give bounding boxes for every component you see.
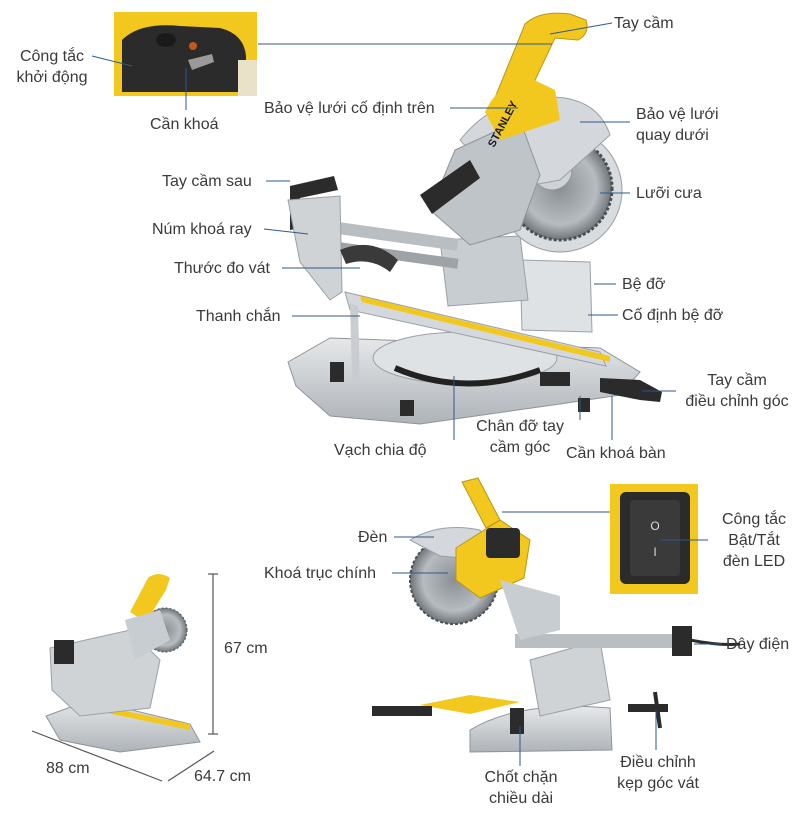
label-bevel-clamp-line1: Điều chỉnh: [620, 754, 696, 771]
label-spindle-lock: Khoá trục chính: [264, 565, 377, 582]
label-led-switch-line1: Công tắc: [721, 511, 787, 528]
label-bevel-scale: Thước đo vát: [174, 260, 270, 277]
svg-text:I: I: [653, 545, 656, 559]
label-angle-support-line2: cầm góc: [489, 439, 551, 456]
label-led-switch: Công tắc Bật/Tắt đèn LED: [712, 509, 796, 572]
label-power-cord: Dây điện: [726, 636, 790, 653]
label-support-base: Bệ đỡ: [622, 276, 666, 293]
label-length-stop-line1: Chốt chặn: [484, 769, 558, 786]
label-start-switch-line1: Công tắc: [19, 48, 85, 65]
dimension-width: 88 cm: [46, 760, 90, 777]
label-bevel-clamp-line2: kẹp góc vát: [617, 775, 699, 792]
leader-lines: [91, 22, 722, 766]
label-light: Đèn: [358, 529, 388, 546]
label-length-stop-line2: chiều dài: [488, 790, 554, 807]
label-lock-lever: Cần khoá: [150, 116, 219, 133]
main-miter-saw: STANLEY: [287, 12, 662, 425]
label-table-lock-lever: Cần khoá bàn: [566, 445, 666, 462]
label-led-switch-line3: đèn LED: [722, 553, 786, 570]
dimension-depth: 64.7 cm: [194, 768, 251, 785]
start-switch-closeup: [114, 12, 257, 96]
dimension-height: 67 cm: [224, 640, 268, 657]
dimension-lines: [31, 573, 218, 782]
label-rear-handle: Tay cầm sau: [162, 173, 252, 190]
side-miter-saw: [372, 477, 741, 753]
label-led-switch-line2: Bật/Tắt: [728, 532, 780, 549]
label-lower-guard-line1: Bảo vệ lưới: [636, 106, 719, 123]
label-angle-handle-line1: Tay cầm: [707, 372, 767, 389]
svg-text:O: O: [650, 519, 659, 533]
label-lower-guard-line2: quay dưới: [636, 127, 709, 144]
label-angle-handle-line2: điều chỉnh góc: [685, 393, 789, 410]
label-angle-support-line1: Chân đỡ tay: [476, 418, 564, 435]
label-support-clamp: Cố định bệ đỡ: [622, 307, 724, 324]
label-start-switch-line2: khởi động: [16, 69, 88, 86]
label-length-stop: Chốt chặn chiều dài: [474, 767, 568, 809]
small-miter-saw: [45, 574, 201, 753]
label-lower-rotating-guard: Bảo vệ lưới quay dưới: [636, 104, 719, 146]
label-angle-handle: Tay cầm điều chỉnh góc: [676, 370, 798, 412]
label-scale-marks: Vạch chia độ: [334, 442, 427, 459]
label-angle-handle-support: Chân đỡ tay cầm góc: [468, 416, 572, 458]
label-upper-fixed-guard: Bảo vệ lưới cố định trên: [264, 100, 435, 117]
label-saw-blade: Lưỡi cưa: [636, 185, 702, 202]
led-switch-closeup: O I: [610, 484, 698, 594]
label-start-switch: Công tắc khởi động: [6, 46, 98, 88]
label-rail-lock-knob: Núm khoá ray: [152, 221, 252, 238]
label-fence: Thanh chắn: [196, 308, 281, 325]
label-bevel-clamp: Điều chỉnh kẹp góc vát: [606, 752, 710, 794]
label-handle: Tay cầm: [614, 15, 674, 32]
